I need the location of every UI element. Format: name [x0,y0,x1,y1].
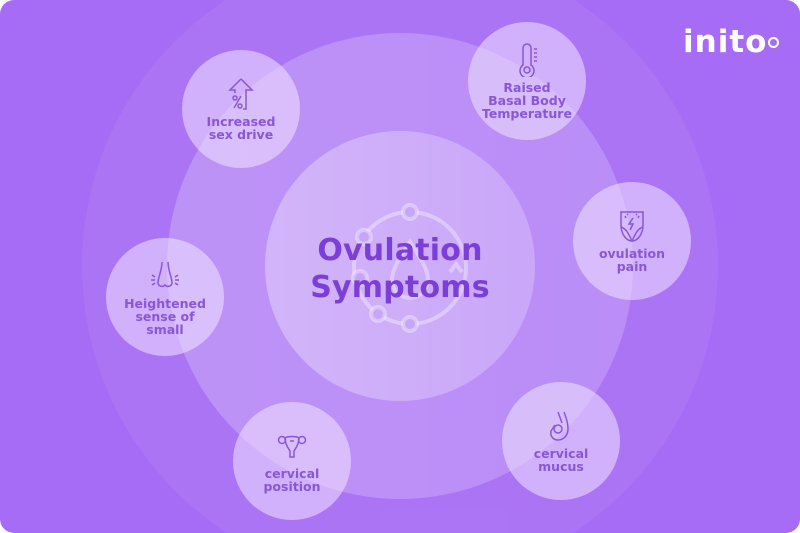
symptom-increased-sex-drive: Increased sex drive [182,50,300,168]
percent-arrow-up-icon [228,78,254,110]
thermometer-icon [519,42,537,77]
abdomen-pain-icon [620,211,644,242]
inito-logo: inito [683,24,768,60]
nose-icon [151,261,179,287]
center-circle [265,131,535,401]
uterus-icon [277,435,307,458]
page-title: Ovulation Symptoms [310,233,490,305]
symptom-ovulation-pain: ovulation pain [573,182,691,300]
symptom-raised-bbt: Raised Basal Body Temperature [468,22,586,140]
symptom-cervical-mucus: cervical mucus [502,382,620,500]
symptom-heightened-smell: Heightened sense of small [106,238,224,356]
ok-hand-icon [550,411,569,441]
cycle-drop-icon [351,203,468,333]
symptom-cervical-position: cervical position [233,402,351,520]
logo-dot-icon [768,37,779,48]
